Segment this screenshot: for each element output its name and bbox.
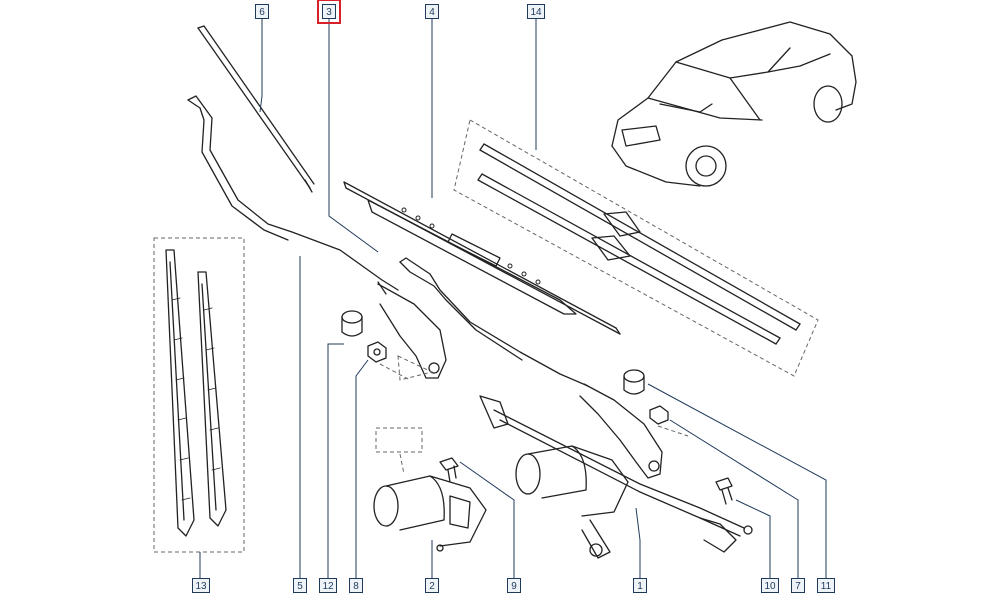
- callout-7[interactable]: 7: [791, 578, 805, 593]
- leader-1: [635, 507, 641, 578]
- callout-10[interactable]: 10: [761, 578, 779, 593]
- part-13-blade-set: [165, 249, 227, 537]
- part-9-bolt: [439, 457, 459, 483]
- leader-12: [327, 343, 344, 578]
- leader-10: [735, 499, 771, 578]
- callout-1[interactable]: 1: [633, 578, 647, 593]
- callout-6[interactable]: 6: [255, 4, 269, 19]
- callout-2[interactable]: 2: [425, 578, 439, 593]
- part-10-bolt: [715, 477, 733, 505]
- part-11-nut-cap: [623, 369, 669, 425]
- leader-7: [669, 419, 799, 578]
- part-7-wiper-arm-short: [399, 257, 663, 479]
- callout-12[interactable]: 12: [319, 578, 337, 593]
- callout-3[interactable]: 3: [317, 0, 341, 24]
- leader-11: [647, 383, 827, 578]
- callout-14[interactable]: 14: [527, 4, 545, 19]
- leader-3: [328, 18, 379, 253]
- dashed-box-2: [375, 427, 423, 453]
- leader-9: [459, 461, 515, 578]
- part-1-linkage-assembly: [479, 395, 753, 559]
- part-4-wiper-blade: [343, 181, 621, 335]
- part-2-wiper-motor: [373, 475, 487, 552]
- leader-6: [259, 18, 263, 113]
- part-8-nut: [367, 341, 387, 363]
- callout-8[interactable]: 8: [349, 578, 363, 593]
- callout-13[interactable]: 13: [192, 578, 210, 593]
- part-12-nut-cap: [341, 310, 363, 337]
- callout-11[interactable]: 11: [817, 578, 835, 593]
- leader-8: [355, 359, 369, 578]
- part-14-flat-blades: [477, 143, 801, 345]
- car-illustration: [611, 21, 857, 187]
- part-5-wiper-arm-long: [187, 95, 447, 379]
- callout-5[interactable]: 5: [293, 578, 307, 593]
- dashed-box-13: [153, 237, 245, 553]
- callout-9[interactable]: 9: [507, 578, 521, 593]
- callout-4[interactable]: 4: [425, 4, 439, 19]
- dashed-box-14: [453, 119, 819, 377]
- part-6-blade-refill: [197, 25, 315, 193]
